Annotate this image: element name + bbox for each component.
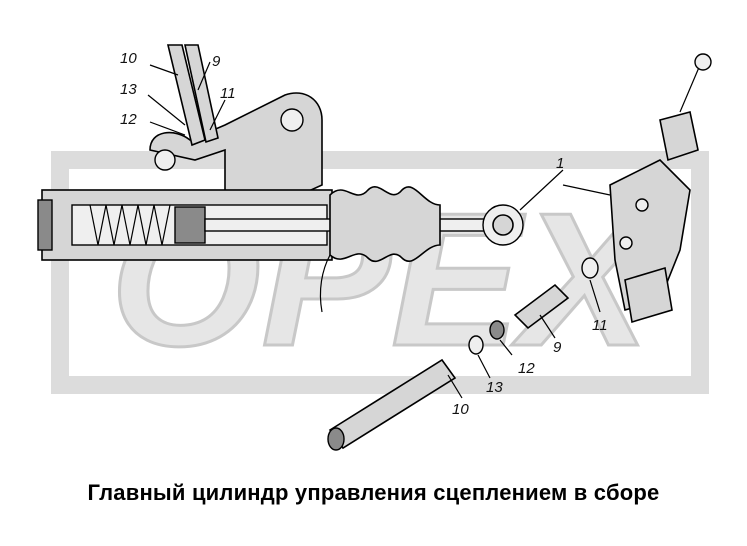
leader-12-top <box>149 121 186 136</box>
callout-12-right: 12 <box>518 360 535 377</box>
washer-small <box>489 320 505 340</box>
bracket-hole-right <box>280 108 304 132</box>
leader-1 <box>519 169 611 211</box>
leader-11-top <box>209 99 226 131</box>
callout-9-top: 9 <box>212 53 221 70</box>
callout-1: 1 <box>556 155 564 172</box>
watermark-gear-ring <box>51 151 709 394</box>
master-cylinder-section <box>37 44 524 313</box>
leader-13-right <box>477 354 491 379</box>
drain-tube <box>319 254 331 313</box>
callout-11-right: 11 <box>592 317 608 334</box>
cylinder-3d-hole-2 <box>619 236 633 250</box>
reservoir-hose-top-2 <box>184 44 219 144</box>
callout-11-top: 11 <box>220 85 236 102</box>
cylinder-3d-body <box>609 159 691 312</box>
return-spring <box>89 204 171 246</box>
callout-13-right: 13 <box>486 379 503 396</box>
cylinder-3d-rod <box>679 64 701 113</box>
callout-9-right: 9 <box>553 339 562 356</box>
leader-13-top <box>147 94 186 126</box>
pushrod-eye-hole <box>492 214 514 236</box>
callout-10-top: 10 <box>120 50 137 67</box>
clip-ring <box>468 335 484 355</box>
dust-boot <box>329 186 441 263</box>
callout-12-top: 12 <box>120 111 137 128</box>
callout-10-bottom: 10 <box>452 401 469 418</box>
cylinder-3d-outlet <box>624 266 673 324</box>
cylinder-3d-rod-eye <box>694 53 712 71</box>
hose-piece-end <box>327 427 345 451</box>
figure-caption: Главный цилиндр управления сцеплением в … <box>87 480 660 505</box>
callout-13-top: 13 <box>120 81 137 98</box>
bracket-hole-left <box>154 149 176 171</box>
leader-9-right <box>539 314 556 339</box>
leader-lines <box>147 61 611 399</box>
callout-labels: 10 9 13 11 12 1 11 9 12 13 10 <box>120 50 608 418</box>
leader-9-top <box>197 61 211 91</box>
master-cylinder-3d <box>609 53 712 324</box>
cylinder-3d-boot <box>659 111 699 162</box>
mounting-bracket <box>149 92 323 196</box>
leader-11-right <box>589 279 601 313</box>
connector-pin <box>513 283 570 330</box>
leader-10-top <box>149 64 179 76</box>
exploded-parts <box>327 257 599 451</box>
piston <box>174 206 206 244</box>
cylinder-3d-hole-1 <box>635 198 649 212</box>
leader-10-bottom <box>447 374 463 399</box>
leader-12-right <box>499 339 513 356</box>
washer-large <box>581 257 599 279</box>
end-cap <box>37 199 53 251</box>
